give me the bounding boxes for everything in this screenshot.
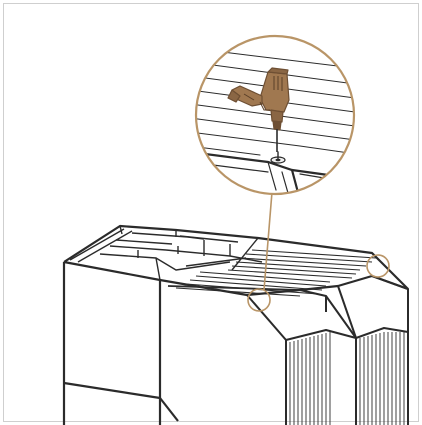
power-drill-icon — [227, 67, 290, 152]
open-frame-section — [69, 225, 263, 281]
zoom-frame-edge — [196, 150, 352, 180]
zoom-frame-corner — [290, 168, 302, 194]
cabinet-assembly — [62, 224, 409, 425]
screw-icon — [270, 151, 286, 164]
cabinet-front-seam — [63, 381, 161, 400]
callout-leader-line — [263, 191, 273, 291]
corner-pillars — [246, 275, 409, 425]
callout-circle-left — [247, 288, 271, 312]
callout-circle-right — [366, 254, 390, 278]
callout-markers — [247, 191, 390, 312]
pillar-slats — [289, 332, 405, 425]
cabinet-front-bevel — [159, 397, 179, 422]
cabinet-top-back-edge — [63, 224, 409, 290]
zoom-detail-border — [194, 34, 356, 196]
